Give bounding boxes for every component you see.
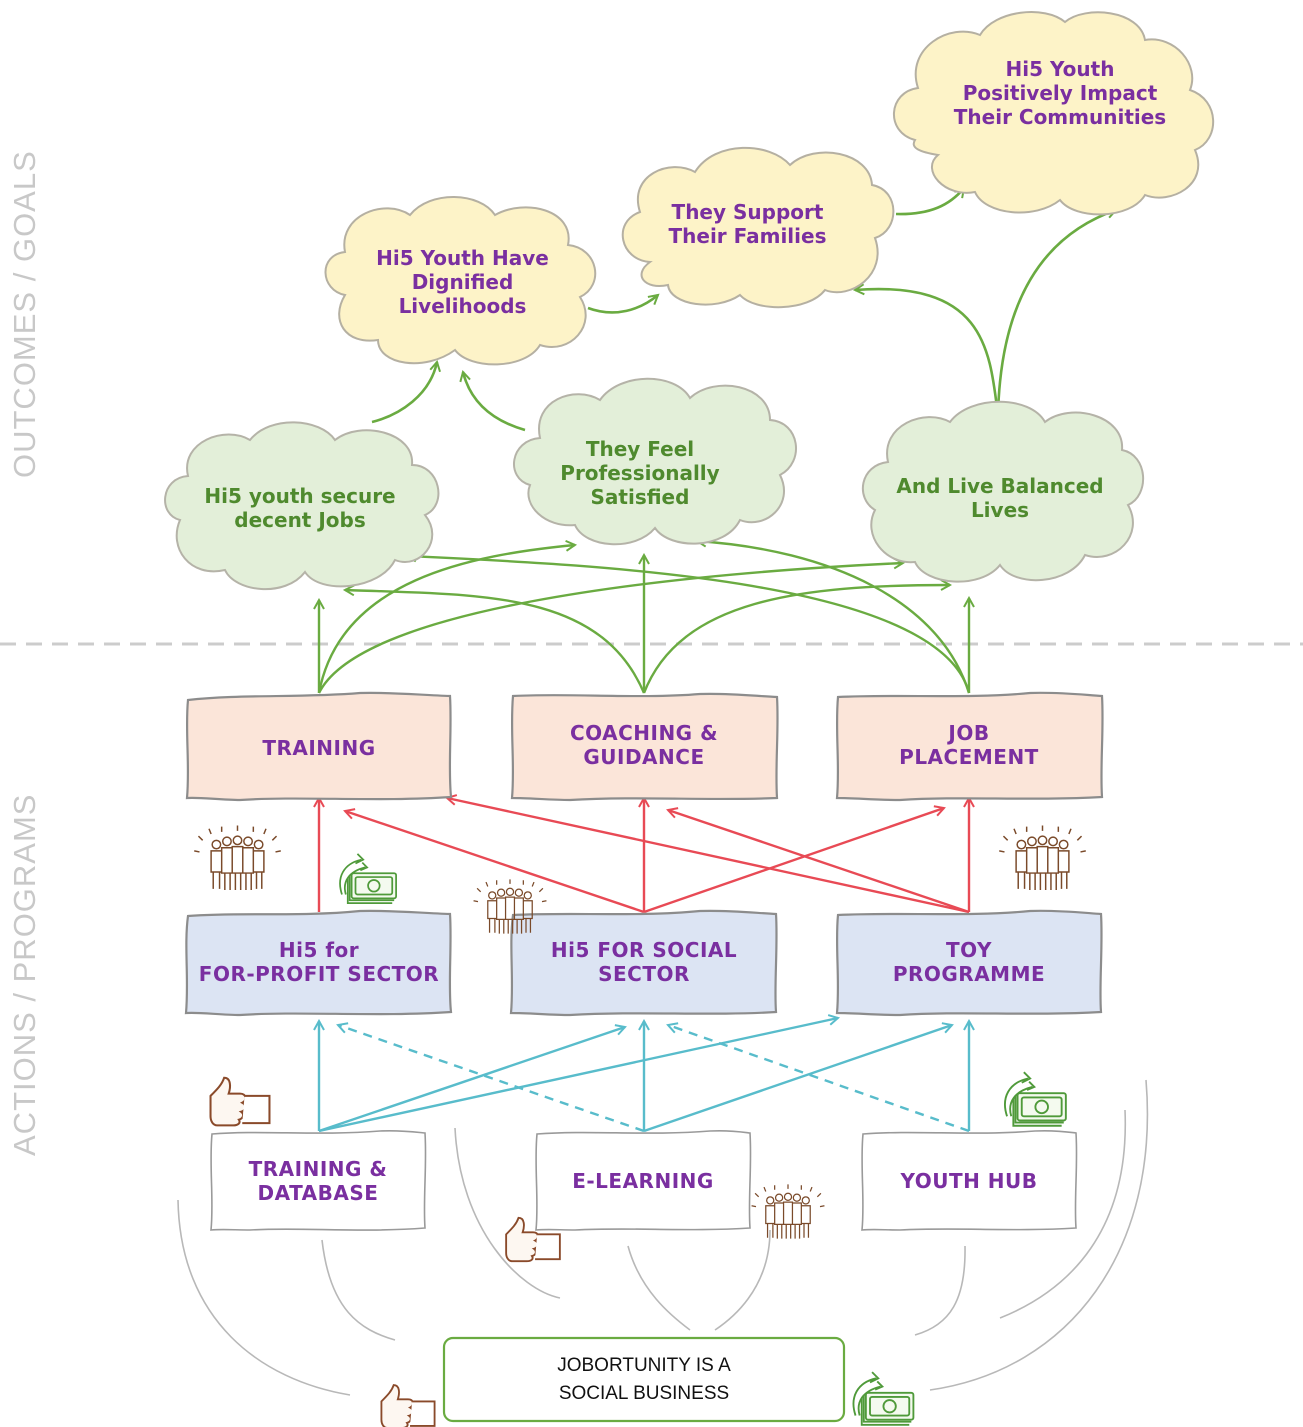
actions-side-label: ACTIONS / PROGRAMS: [7, 793, 42, 1156]
foundation-boxes: [210, 1129, 1078, 1231]
cloud-dignified-livelihoods: Hi5 Youth Have Dignified Livelihoods: [376, 246, 549, 318]
money-icon: [339, 852, 397, 905]
cloud-professionally-satisfied: They Feel Professionally Satisfied: [560, 437, 720, 509]
program-boxes: [184, 909, 1103, 1017]
foundation-e-learning: E-LEARNING: [572, 1169, 714, 1193]
cloud-secure-jobs: Hi5 youth secure decent Jobs: [204, 484, 396, 532]
action-coaching-guidance: COACHING & GUIDANCE: [569, 720, 719, 769]
action-training: TRAINING: [262, 735, 376, 760]
cloud-balanced-lives: And Live Balanced Lives: [896, 474, 1104, 522]
cloud-support-families: They Support Their Families: [668, 200, 827, 248]
foundation-arcs: [177, 1079, 1149, 1396]
footer-social-business: JOBORTUNITY IS A SOCIAL BUSINESS: [557, 1354, 731, 1404]
foundation-program-arrows: [319, 1018, 969, 1133]
foundation-youth-hub: YOUTH HUB: [900, 1169, 1038, 1193]
cloud-impact-communities: Hi5 Youth Positively Impact Their Commun…: [953, 57, 1167, 129]
cloud-shapes-mid: [164, 377, 1144, 591]
program-toy: TOY PROGRAMME: [892, 938, 1046, 986]
action-outcome-arrows: [319, 541, 969, 694]
footer-box: [442, 1336, 846, 1423]
people-group-icon: [750, 1183, 826, 1240]
people-group-icon: [193, 825, 282, 891]
money-icon: [1004, 1071, 1067, 1127]
action-job-placement: JOB PLACEMENT: [899, 720, 1039, 769]
program-for-profit: Hi5 for FOR-PROFIT SECTOR: [198, 938, 440, 986]
thumbs-up-icon: [380, 1384, 436, 1427]
program-action-arrows: [319, 798, 969, 914]
outcomes-side-label: OUTCOMES / GOALS: [7, 150, 42, 478]
cloud-shapes-outcomes: [324, 11, 1215, 366]
people-group-icon: [998, 825, 1087, 891]
action-boxes: [185, 691, 1104, 802]
thumbs-up-icon: [209, 1076, 271, 1127]
money-icon: [852, 1371, 915, 1426]
program-social-sector: Hi5 FOR SOCIAL SECTOR: [550, 938, 738, 986]
foundation-training-database: TRAINING & DATABASE: [248, 1157, 388, 1205]
